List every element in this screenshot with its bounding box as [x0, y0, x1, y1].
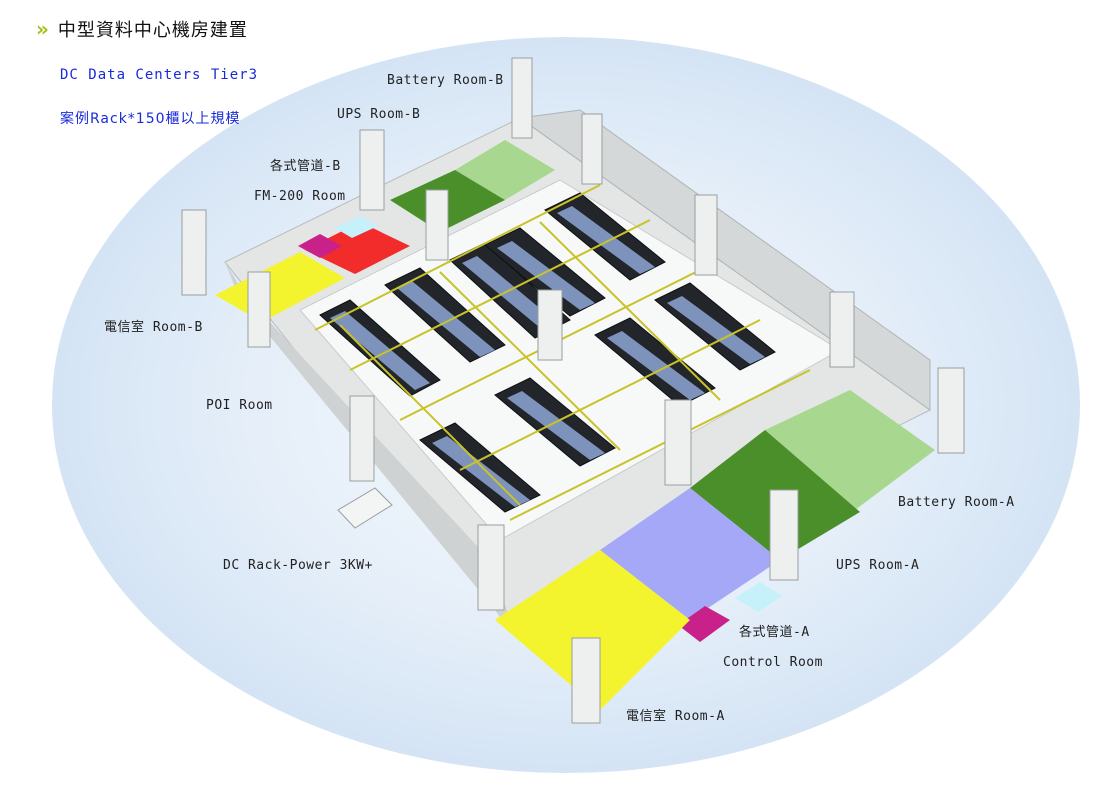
- label-ups-room-a: UPS Room-A: [836, 558, 920, 573]
- page-header: » 中型資料中心機房建置: [36, 16, 248, 42]
- pipe-a-zone: [678, 606, 730, 642]
- cyan-a-zone: [735, 582, 782, 612]
- label-telecom-room-a: 電信室 Room-A: [626, 709, 725, 724]
- page-title: 中型資料中心機房建置: [57, 20, 248, 41]
- pillars: [181, 57, 965, 724]
- subtitle-tier: DC Data Centers Tier3: [60, 67, 259, 83]
- access-ramp: [337, 487, 393, 529]
- control-room-zone: [600, 488, 780, 620]
- cyan-b-zone: [335, 216, 378, 238]
- telecom-room-a-zone: [495, 550, 690, 710]
- label-poi-room: POI Room: [206, 398, 273, 413]
- label-dc-rack-power: DC Rack-Power 3KW+: [223, 558, 373, 573]
- pipe-b-zone: [298, 234, 342, 258]
- fm200-room-zone: [305, 222, 410, 274]
- label-battery-room-a: Battery Room-A: [898, 495, 1015, 510]
- double-chevron-icon: »: [36, 17, 49, 41]
- label-pipe-b: 各式管道-B: [270, 159, 341, 174]
- label-control-room: Control Room: [723, 655, 823, 670]
- label-fm200-room: FM-200 Room: [254, 189, 346, 204]
- outer-wall-right: [518, 109, 931, 411]
- battery-room-a-zone: [765, 390, 935, 510]
- label-battery-room-b: Battery Room-B: [387, 73, 504, 88]
- label-ups-room-b: UPS Room-B: [337, 107, 421, 122]
- rack-aisle-glass: [330, 206, 765, 507]
- label-telecom-room-b: 電信室 Room-B: [104, 320, 203, 335]
- label-pipe-a: 各式管道-A: [739, 625, 810, 640]
- subtitle-scale: 案例Rack*150櫃以上規模: [60, 111, 241, 127]
